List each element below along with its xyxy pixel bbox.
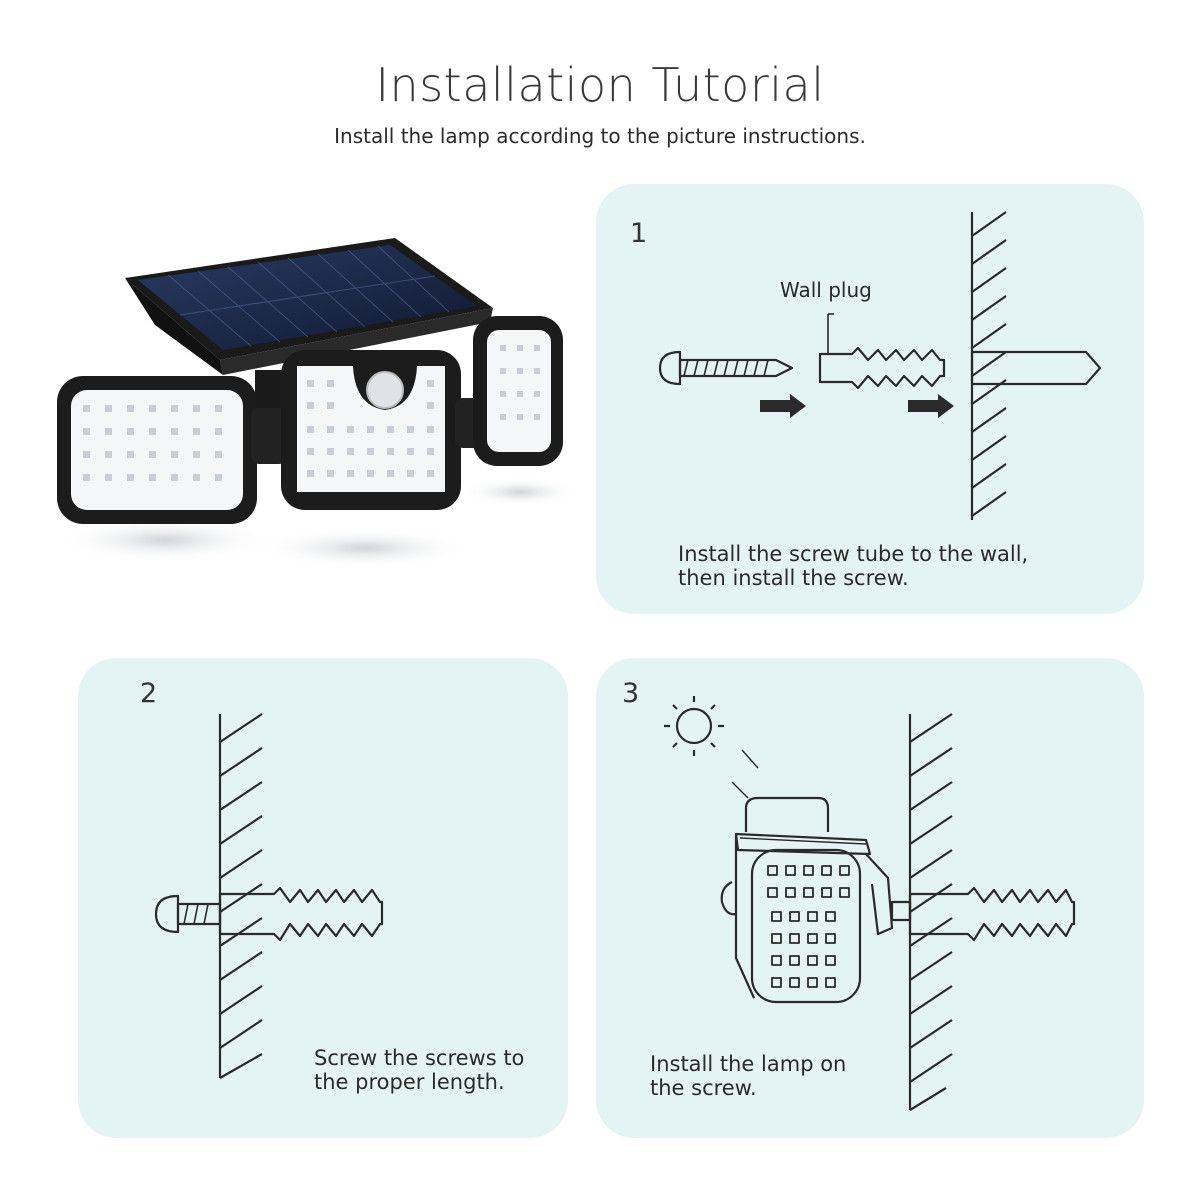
step-2-caption-line-2: the proper length. <box>314 1070 505 1094</box>
page-subtitle: Install the lamp according to the pictur… <box>334 124 866 148</box>
step-2-panel: 2 Screw the screws to the proper length. <box>78 658 568 1138</box>
step-2-diagram <box>154 713 384 1079</box>
wall-hatching <box>971 211 1007 517</box>
step-1-caption-line-2: then install the screw. <box>678 566 909 590</box>
wall-plug-label: Wall plug <box>780 278 872 302</box>
step-2-caption-line-1: Screw the screws to <box>314 1046 525 1070</box>
step-1-panel: 1 Wall plug Install the screw tube to th… <box>596 184 1144 614</box>
sun-icon <box>664 696 724 756</box>
step-1-arrows <box>760 394 954 418</box>
wall-hatching <box>219 713 263 1079</box>
step-3-caption: Install the lamp on the screw. <box>650 1052 846 1100</box>
sun-rays <box>731 749 759 799</box>
step-3-number: 3 <box>622 678 640 709</box>
lamp-led-grid <box>767 865 850 988</box>
step-3-caption-line-1: Install the lamp on <box>650 1052 847 1076</box>
solar-lamp-image <box>55 238 575 568</box>
step-1-number: 1 <box>630 218 648 249</box>
step-1-caption: Install the screw tube to the wall, then… <box>678 542 1028 590</box>
page-title: Installation Tutorial <box>375 58 825 112</box>
step-2-number: 2 <box>140 678 158 709</box>
step-1-caption-line-1: Install the screw tube to the wall, <box>678 542 1029 566</box>
wall-hatching <box>909 713 953 1111</box>
step-3-panel: 3 Install the lamp on the screw. <box>596 658 1144 1138</box>
step-3-caption-line-2: the screw. <box>650 1076 757 1100</box>
step-2-caption: Screw the screws to the proper length. <box>314 1046 524 1094</box>
step-1-diagram <box>658 211 1102 520</box>
step-3-diagram <box>664 696 1076 1111</box>
